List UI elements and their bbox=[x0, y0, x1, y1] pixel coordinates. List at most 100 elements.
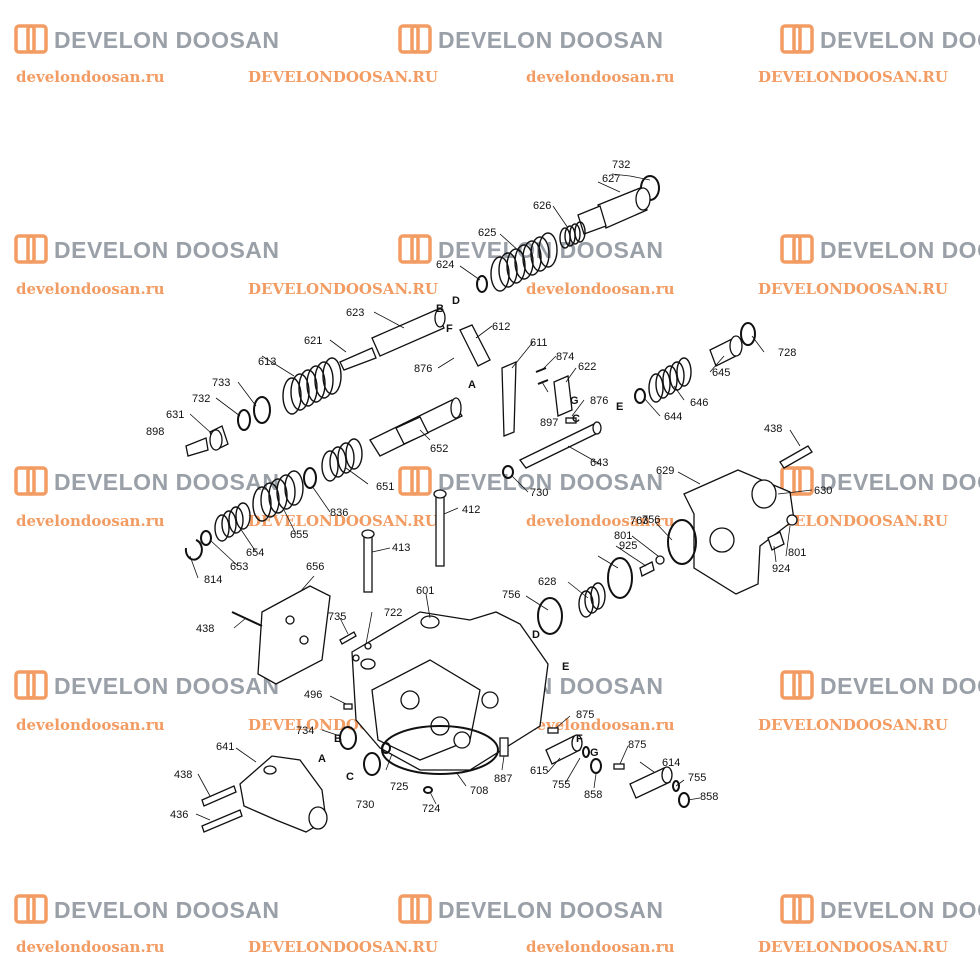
part-number-label: 755 bbox=[688, 772, 706, 784]
part-number-label: 651 bbox=[376, 481, 394, 493]
exploded-drawing bbox=[184, 173, 813, 833]
part-number-label: 728 bbox=[778, 347, 796, 359]
watermark-brand-text: DEVELON DOOSAN bbox=[54, 673, 280, 699]
brand-logo-icon bbox=[14, 24, 36, 54]
callout-letter: A bbox=[468, 379, 476, 391]
part-number-label: 732 bbox=[192, 393, 210, 405]
watermark-brand: DEVELON DOOSAN bbox=[398, 234, 664, 264]
watermark-brand: DEVELON DOOSAN bbox=[14, 670, 280, 700]
part-number-label: 724 bbox=[422, 803, 440, 815]
brand-logo-icon bbox=[780, 24, 802, 54]
brand-logo-icon bbox=[792, 894, 814, 924]
brand-logo-icon bbox=[410, 894, 432, 924]
part-number-label: 496 bbox=[304, 689, 322, 701]
part-number-label: 611 bbox=[530, 337, 548, 349]
part-number-label: 630 bbox=[814, 485, 832, 497]
part-number-label: 615 bbox=[530, 765, 548, 777]
watermark-url: develondoosan.ru bbox=[16, 716, 165, 734]
callout-letter: A bbox=[318, 753, 326, 765]
part-number-label: 858 bbox=[700, 791, 718, 803]
watermark-url: DEVELONDOOSAN.RU bbox=[248, 512, 438, 530]
callout-letter: C bbox=[346, 771, 354, 783]
part-number-label: 641 bbox=[216, 741, 234, 753]
part-number-label: 627 bbox=[602, 173, 620, 185]
brand-logo-icon bbox=[398, 24, 420, 54]
watermark-url: DEVELONDOOSAN.RU bbox=[758, 716, 948, 734]
watermark-brand-text: DEVELON DOOSAN bbox=[820, 237, 980, 263]
watermark-brand-text: DEVELON DOOSAN bbox=[820, 673, 980, 699]
watermark-brand-text: DEVELON DOOSAN bbox=[54, 27, 280, 53]
callout-letter: F bbox=[446, 323, 453, 335]
callout-letter: B bbox=[436, 303, 444, 315]
part-number-label: 756 bbox=[502, 589, 520, 601]
part-number-label: 438 bbox=[196, 623, 214, 635]
part-number-label: 898 bbox=[146, 426, 164, 438]
part-number-label: 622 bbox=[578, 361, 596, 373]
brand-logo-icon bbox=[26, 466, 48, 496]
watermark-layer: DEVELON DOOSAN DEVELON DOOSAN DEVELON DOOS… bbox=[14, 24, 980, 956]
watermark-url: develondoosan.ru bbox=[526, 68, 675, 86]
brand-logo-icon bbox=[14, 894, 36, 924]
watermark-brand: DEVELON DOOSAN bbox=[780, 894, 980, 924]
brand-logo-icon bbox=[792, 466, 814, 496]
brand-logo-icon bbox=[792, 24, 814, 54]
brand-logo-icon bbox=[780, 466, 802, 496]
watermark-brand-text: DEVELON DOOSAN bbox=[54, 897, 280, 923]
watermark-url: develondoosan.ru bbox=[16, 938, 165, 956]
callout-letter: E bbox=[616, 401, 623, 413]
part-number-label: 801 bbox=[614, 530, 632, 542]
part-number-label: 836 bbox=[330, 507, 348, 519]
watermark-url: develondoosan.ru bbox=[526, 716, 675, 734]
brand-logo-icon bbox=[792, 234, 814, 264]
part-number-label: 614 bbox=[662, 757, 680, 769]
part-number-label: 875 bbox=[628, 739, 646, 751]
brand-logo-icon bbox=[410, 24, 432, 54]
part-number-label: 755 bbox=[552, 779, 570, 791]
watermark-brand-text: DEVELON DOOSAN bbox=[54, 237, 280, 263]
brand-logo-icon bbox=[780, 234, 802, 264]
part-number-label: 756 bbox=[642, 514, 660, 526]
part-number-label: 643 bbox=[590, 457, 608, 469]
part-number-label: 438 bbox=[764, 423, 782, 435]
watermark-brand: DEVELON DOOSAN bbox=[398, 466, 663, 496]
part-number-label: 629 bbox=[656, 465, 674, 477]
callout-letter: B bbox=[334, 733, 342, 745]
watermark-brand-text: DEVELON DOOSAN bbox=[438, 237, 664, 263]
brand-logo-icon bbox=[398, 466, 420, 496]
part-number-label: 925 bbox=[619, 540, 637, 552]
callout-letter: F bbox=[576, 733, 583, 745]
part-number-label: 412 bbox=[462, 504, 480, 516]
watermark-url: DEVELONDOOSAN.RU bbox=[758, 938, 948, 956]
watermark-url: DEVELONDOOSAN.RU bbox=[758, 512, 948, 530]
part-number-label: 655 bbox=[290, 529, 308, 541]
part-number-label: 897 bbox=[540, 417, 558, 429]
callout-letter: C bbox=[572, 413, 580, 425]
part-number-label: 625 bbox=[478, 227, 496, 239]
watermark-url: develondoosan.ru bbox=[16, 280, 165, 298]
part-number-label: 438 bbox=[174, 769, 192, 781]
brand-logo-icon bbox=[398, 894, 420, 924]
watermark-brand: DEVELON DOOSAN bbox=[14, 234, 280, 264]
watermark-url: DEVELONDOOSAN.RU bbox=[248, 938, 438, 956]
part-number-label: 652 bbox=[430, 443, 448, 455]
watermark-brand: DEVELON DOOSAN bbox=[780, 466, 980, 496]
brand-logo-icon bbox=[14, 234, 36, 264]
part-number-label: 656 bbox=[306, 561, 324, 573]
part-number-label: 924 bbox=[772, 563, 790, 575]
watermark-brand-text: DEVELON DOOSAN bbox=[54, 469, 280, 495]
part-number-label: 436 bbox=[170, 809, 188, 821]
part-number-label: 623 bbox=[346, 307, 364, 319]
part-number-label: 653 bbox=[230, 561, 248, 573]
part-number-label: 628 bbox=[538, 576, 556, 588]
callout-letter: D bbox=[532, 629, 540, 641]
brand-logo-icon bbox=[398, 234, 420, 264]
brand-logo-icon bbox=[26, 670, 48, 700]
callout-letter: G bbox=[590, 747, 599, 759]
part-number-label: 626 bbox=[533, 200, 551, 212]
brand-logo-icon bbox=[26, 234, 48, 264]
brand-logo-icon bbox=[792, 670, 814, 700]
part-number-label: 887 bbox=[494, 773, 512, 785]
watermark-brand-text: DEVELON DOOSAN bbox=[820, 469, 980, 495]
part-number-label: 645 bbox=[712, 367, 730, 379]
